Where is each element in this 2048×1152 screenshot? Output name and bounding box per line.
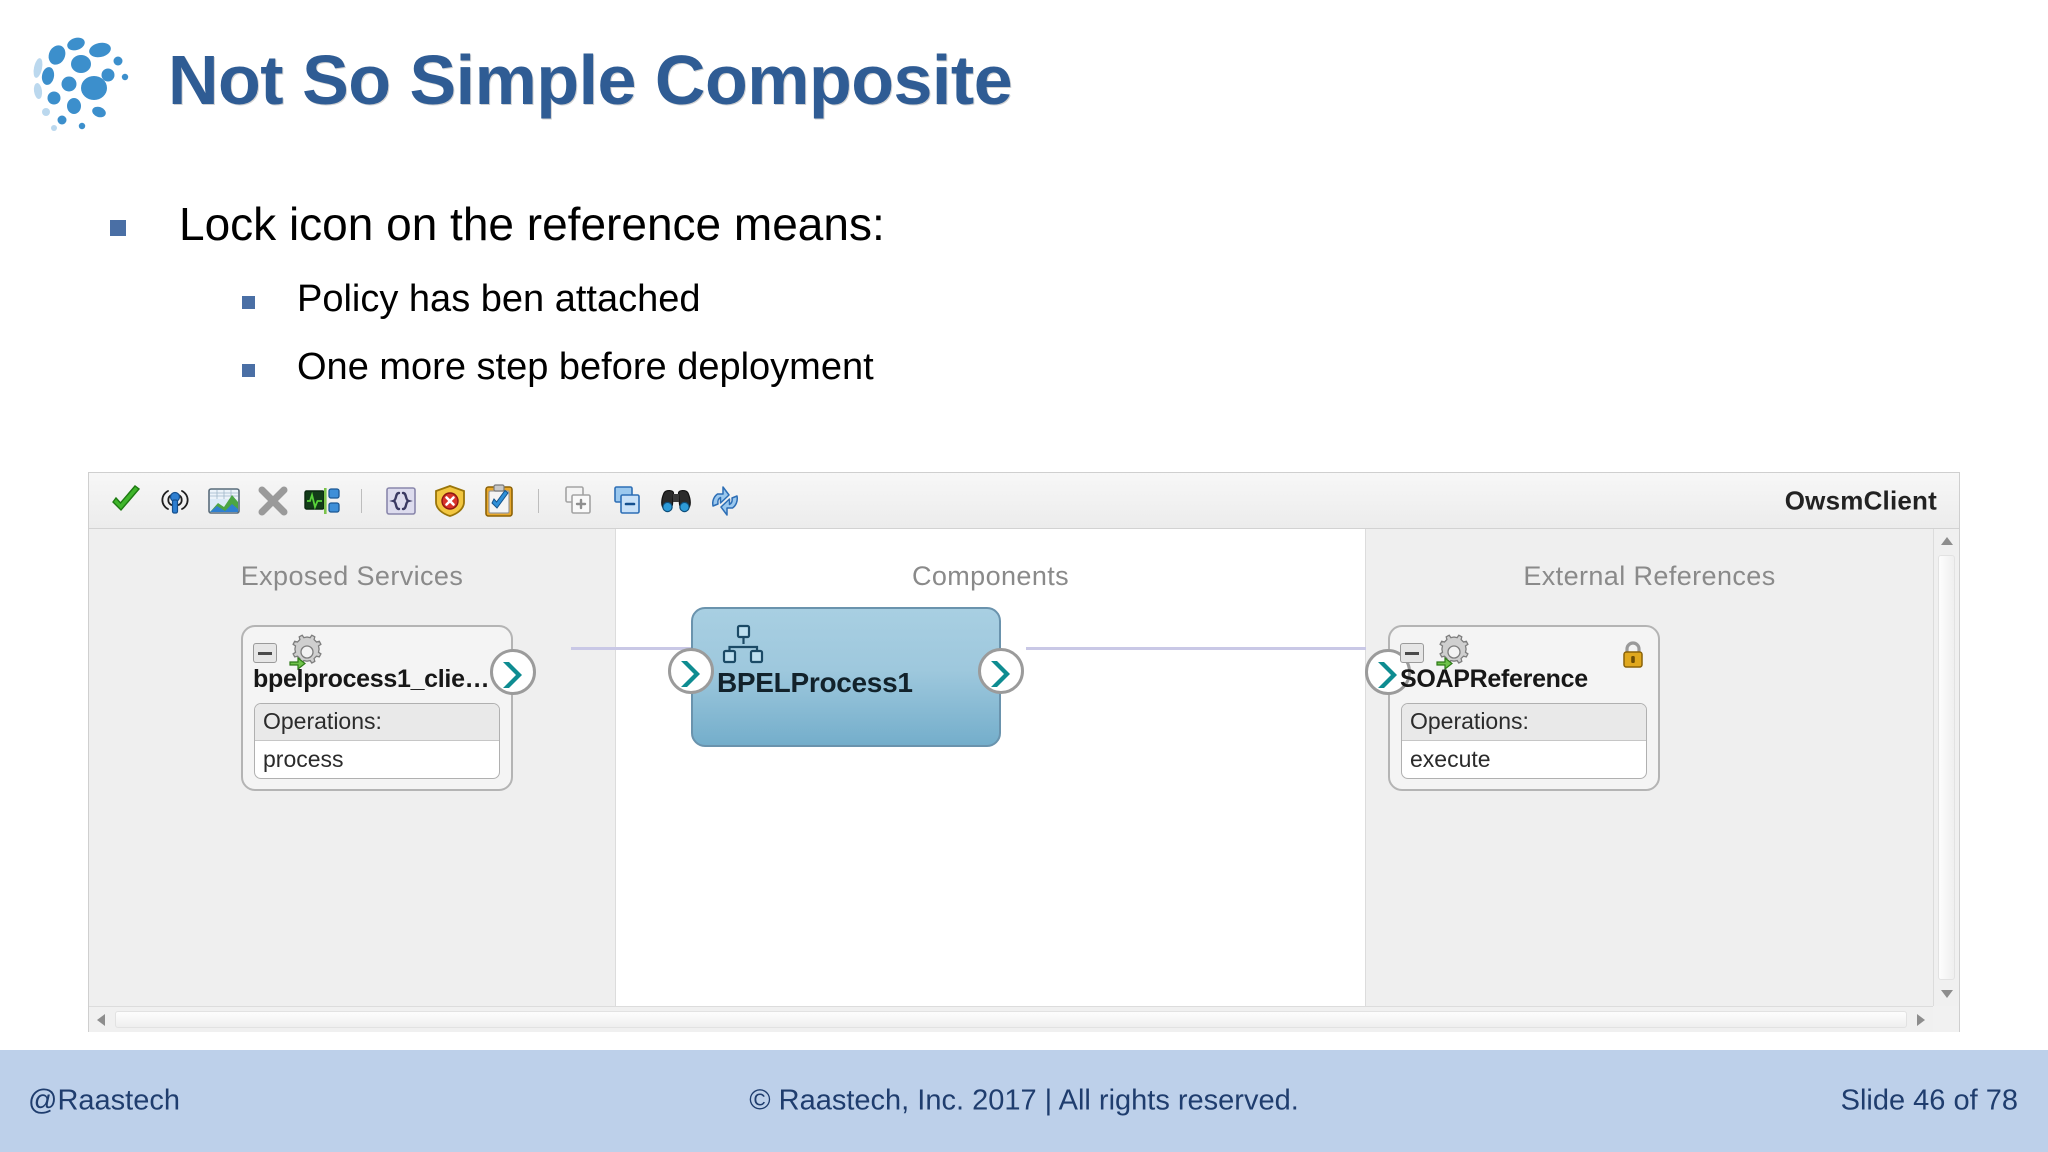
service-output-port[interactable] (490, 649, 536, 695)
footer-copyright: © Raastech, Inc. 2017 | All rights reser… (749, 1084, 1299, 1117)
chart-image-icon[interactable] (205, 482, 243, 520)
reference-operations-box: Operations: execute (1401, 703, 1647, 779)
bullet-marker-icon (242, 364, 255, 378)
component-output-port[interactable] (978, 648, 1024, 694)
delete-x-icon[interactable] (254, 482, 292, 520)
toolbar-separator (361, 488, 362, 513)
component-input-port[interactable] (668, 648, 714, 694)
scroll-down-arrow-icon[interactable] (1941, 990, 1953, 998)
slide-footer: @Raastech © Raastech, Inc. 2017 | All ri… (0, 1048, 2048, 1152)
reference-node-soapreference[interactable]: SOAPReference Operations: execute (1365, 625, 1660, 791)
scroll-right-arrow-icon[interactable] (1917, 1014, 1925, 1026)
column-header-components: Components (911, 561, 1070, 591)
wire-component-to-reference (1026, 647, 1415, 650)
bullet-marker-icon (110, 220, 126, 236)
footer-slide-number: Slide 46 of 78 (1840, 1084, 2018, 1117)
bullet-level2-1: Policy has ben attached (242, 276, 1710, 322)
editor-toolbar: OwsmClient (89, 473, 1959, 529)
zoom-in-icon[interactable] (559, 482, 597, 520)
vertical-scrollbar[interactable] (1933, 529, 1959, 1006)
page-title: Not So Simple Composite (168, 41, 1013, 119)
composite-editor-panel: OwsmClient Exposed Services (88, 472, 1960, 1032)
bullet-list: Lock icon on the reference means: Policy… (110, 196, 1710, 413)
horizontal-scroll-thumb[interactable] (115, 1011, 1907, 1028)
service-node-header: bpelprocess1_clie… (243, 627, 511, 695)
service-operation-process[interactable]: process (263, 746, 344, 772)
validate-check-icon[interactable] (107, 482, 145, 520)
binoculars-find-icon[interactable] (657, 482, 695, 520)
raastech-sphere-logo (24, 28, 134, 138)
refresh-rotate-icon[interactable] (706, 482, 744, 520)
bpel-hierarchy-icon (721, 623, 765, 667)
antenna-broadcast-icon[interactable] (156, 482, 194, 520)
bullet-level1: Lock icon on the reference means: (110, 196, 1710, 252)
shield-error-icon[interactable] (431, 482, 469, 520)
service-operations-box: Operations: process (254, 703, 500, 779)
editor-window-title: OwsmClient (1784, 485, 1937, 515)
footer-handle: @Raastech (28, 1084, 180, 1117)
reference-node-name: SOAPReference (1400, 665, 1588, 693)
bullet-level1-text: Lock icon on the reference means: (179, 198, 885, 250)
reference-operation-execute[interactable]: execute (1410, 746, 1491, 772)
column-header-external-references: External References (1523, 561, 1776, 591)
column-header-exposed-services: Exposed Services (240, 561, 464, 591)
column-components: Components (571, 529, 1415, 1006)
column-exposed-services: Exposed Services (89, 529, 616, 1006)
scroll-left-arrow-icon[interactable] (97, 1014, 105, 1026)
collapse-minus-icon[interactable] (253, 643, 277, 663)
vertical-scroll-thumb[interactable] (1938, 555, 1955, 980)
composite-canvas[interactable]: Exposed Services (89, 529, 1959, 1032)
clipboard-check-icon[interactable] (480, 482, 518, 520)
horizontal-scrollbar[interactable] (89, 1006, 1933, 1032)
collapse-minus-icon[interactable] (1400, 643, 1424, 663)
network-monitor-icon[interactable] (303, 482, 341, 520)
service-operations-label: Operations: (255, 704, 499, 741)
braces-source-icon[interactable] (382, 482, 420, 520)
reference-node-header: SOAPReference (1390, 627, 1658, 695)
scroll-up-arrow-icon[interactable] (1941, 537, 1953, 545)
gear-service-icon (285, 633, 329, 673)
bullet-level2-text: One more step before deployment (297, 346, 874, 389)
service-node-bpelprocess1-client[interactable]: bpelprocess1_clie… Operations: process (241, 625, 536, 791)
swimlane-columns: Exposed Services (89, 529, 1933, 1006)
bullet-level2-2: One more step before deployment (242, 344, 1710, 390)
toolbar-separator (538, 488, 539, 513)
component-node-bpelprocess1[interactable]: BPELProcess1 (668, 607, 1024, 747)
reference-operations-label: Operations: (1402, 704, 1646, 741)
lock-icon (1620, 639, 1646, 669)
gear-reference-icon (1432, 633, 1476, 673)
service-node-name: bpelprocess1_clie… (253, 665, 490, 693)
bullet-level2-text: Policy has ben attached (297, 278, 701, 321)
zoom-out-icon[interactable] (608, 482, 646, 520)
column-external-references: External References (1365, 529, 1933, 1006)
component-node-name: BPELProcess1 (717, 667, 913, 698)
bullet-marker-icon (242, 296, 255, 310)
wire-service-to-component (571, 647, 701, 650)
